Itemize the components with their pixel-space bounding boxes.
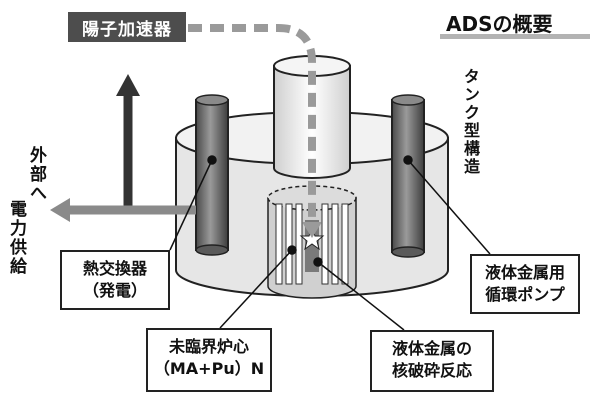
- heat-exchanger-line2: （発電）: [82, 280, 147, 300]
- leader-heat-exchanger: [169, 159, 213, 251]
- accelerator-label: 陽子加速器: [68, 12, 186, 42]
- proton-beam-arrowhead: [302, 222, 322, 238]
- power-arrowhead: [50, 198, 70, 222]
- target-line2: 核破砕反応: [391, 360, 472, 380]
- tank-structure-label: タンク型構造: [461, 68, 480, 176]
- pump-line2: 循環ポンプ: [485, 284, 565, 304]
- spallation-star-icon: [299, 226, 325, 251]
- proton-beam-path: [188, 24, 316, 224]
- pump-callout: 液体金属用 循環ポンプ: [470, 254, 580, 314]
- pump-line1: 液体金属用: [484, 263, 565, 282]
- leader-core: [219, 249, 293, 329]
- fuel-rods: [275, 203, 349, 285]
- target-line1: 液体金属の: [391, 339, 472, 358]
- heat-exchanger-pipe: [195, 99, 229, 251]
- power-label-line1: 外部へ: [26, 146, 46, 203]
- subcritical-core-callout: 未臨界炉心 （MA+Pu）N: [146, 328, 272, 392]
- heat-exchanger-line1: 熱交換器: [82, 259, 147, 278]
- core-line1: 未臨界炉心: [168, 337, 249, 356]
- leader-target: [317, 261, 405, 331]
- diagram-title: ADSの概要: [446, 12, 553, 36]
- title-underline: [440, 34, 590, 39]
- pump-pipe: [391, 99, 425, 253]
- heat-exchanger-callout: 熱交換器 （発電）: [60, 250, 170, 310]
- leader-pump: [407, 159, 491, 255]
- upward-arrowhead: [116, 74, 140, 96]
- spallation-callout: 液体金属の 核破砕反応: [370, 330, 494, 392]
- power-label-line2: 電力供給: [6, 200, 26, 276]
- core-line2: （MA+Pu）N: [153, 358, 265, 378]
